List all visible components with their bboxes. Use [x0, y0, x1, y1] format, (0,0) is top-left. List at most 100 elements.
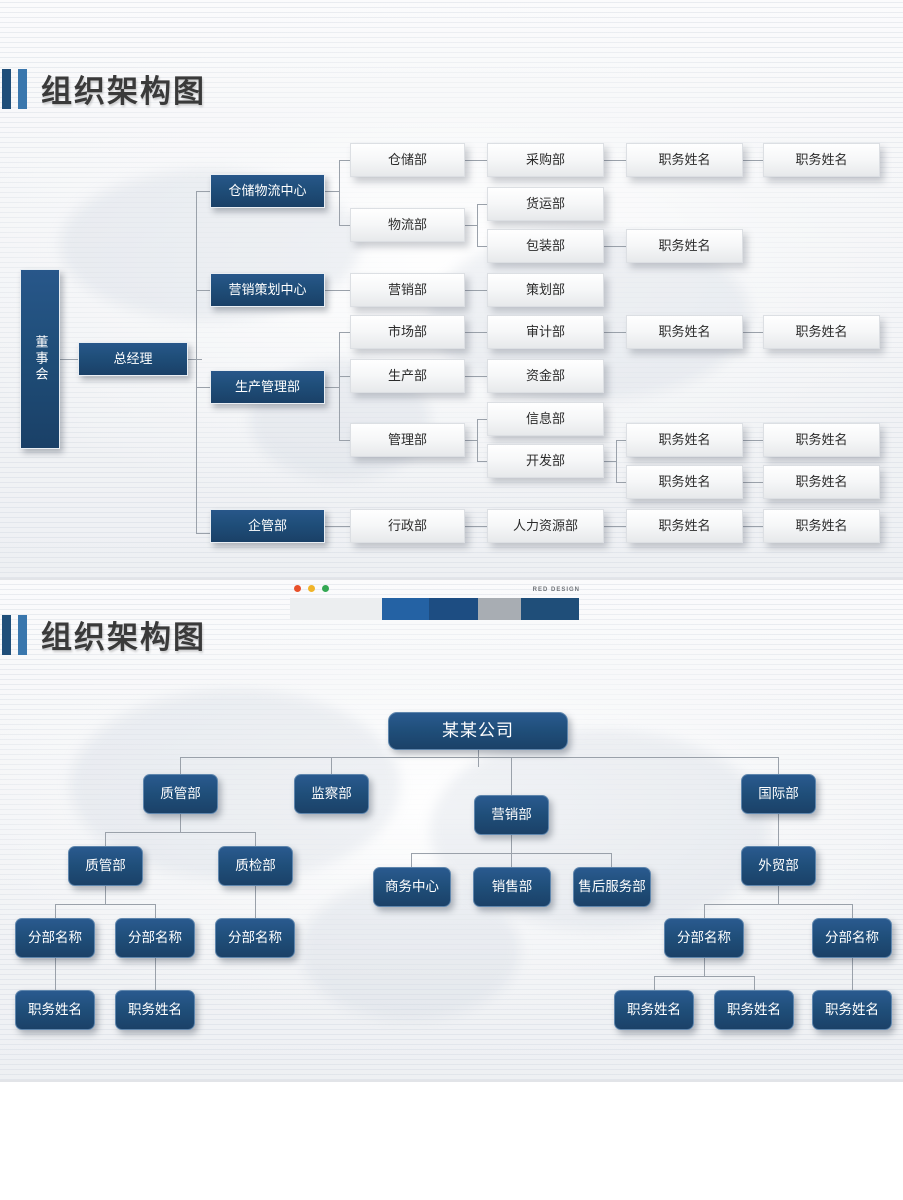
node-quality-control[interactable]: 质管部: [68, 846, 143, 886]
connector: [255, 886, 256, 918]
node-quality-inspection[interactable]: 质检部: [218, 846, 293, 886]
node-branch[interactable]: 分部名称: [812, 918, 892, 958]
node-branch[interactable]: 分部名称: [215, 918, 295, 958]
node-company-root[interactable]: 某某公司: [388, 712, 568, 750]
connector: [743, 440, 763, 441]
connector: [325, 387, 339, 388]
node-development-dept[interactable]: 开发部: [487, 444, 604, 478]
node-aftersales-dept[interactable]: 售后服务部: [573, 867, 651, 907]
connector: [55, 904, 56, 918]
node-general-manager[interactable]: 总经理: [78, 342, 188, 376]
node-person[interactable]: 职务姓名: [714, 990, 794, 1030]
connector: [339, 160, 340, 225]
node-person[interactable]: 职务姓名: [763, 423, 880, 457]
connector-spine: [196, 191, 197, 533]
connector: [105, 832, 106, 846]
connector: [654, 976, 655, 990]
node-person[interactable]: 职务姓名: [763, 465, 880, 499]
connector-bus: [180, 757, 778, 758]
connector: [105, 886, 106, 904]
node-person[interactable]: 职务姓名: [763, 509, 880, 543]
connector: [478, 750, 479, 767]
node-marketing-dept[interactable]: 营销部: [350, 273, 465, 307]
page-title: 组织架构图: [0, 66, 206, 111]
connector: [743, 482, 763, 483]
node-market-dept[interactable]: 市场部: [350, 315, 465, 349]
node-logistics-dept[interactable]: 物流部: [350, 208, 465, 242]
node-foreign-trade[interactable]: 外贸部: [741, 846, 816, 886]
page-title-text-2: 组织架构图: [41, 620, 206, 656]
node-person[interactable]: 职务姓名: [626, 509, 743, 543]
node-person[interactable]: 职务姓名: [763, 143, 880, 177]
node-funds-dept[interactable]: 资金部: [487, 359, 604, 393]
node-person[interactable]: 职务姓名: [115, 990, 195, 1030]
connector: [331, 757, 332, 774]
node-international-dept[interactable]: 国际部: [741, 774, 816, 814]
connector: [778, 757, 779, 774]
node-sales-center[interactable]: 营销部: [474, 795, 549, 835]
connector: [465, 290, 487, 291]
dot-red-icon: [294, 585, 301, 592]
connector: [604, 332, 626, 333]
node-person[interactable]: 职务姓名: [15, 990, 95, 1030]
node-person[interactable]: 职务姓名: [626, 465, 743, 499]
node-branch[interactable]: 分部名称: [15, 918, 95, 958]
connector: [339, 332, 350, 333]
node-information-dept[interactable]: 信息部: [487, 402, 604, 436]
connector: [604, 160, 626, 161]
connector: [511, 853, 512, 867]
node-audit-dept[interactable]: 审计部: [487, 315, 604, 349]
brand-strip: RED DESIGN: [290, 585, 670, 620]
traffic-light-dots-icon: [294, 585, 670, 592]
node-enterprise-management[interactable]: 企管部: [210, 509, 325, 543]
connector: [477, 204, 478, 246]
node-warehouse-logistics-center[interactable]: 仓储物流中心: [210, 174, 325, 208]
node-packaging-dept[interactable]: 包装部: [487, 229, 604, 263]
node-business-center[interactable]: 商务中心: [373, 867, 451, 907]
connector: [465, 225, 477, 226]
node-branch[interactable]: 分部名称: [664, 918, 744, 958]
connector: [852, 904, 853, 918]
node-purchasing-dept[interactable]: 采购部: [487, 143, 604, 177]
node-production-dept[interactable]: 生产部: [350, 359, 465, 393]
node-person[interactable]: 职务姓名: [614, 990, 694, 1030]
connector: [477, 419, 478, 461]
dot-green-icon: [322, 585, 329, 592]
node-person[interactable]: 职务姓名: [626, 423, 743, 457]
node-person[interactable]: 职务姓名: [812, 990, 892, 1030]
node-person[interactable]: 职务姓名: [626, 229, 743, 263]
connector: [339, 376, 350, 377]
node-human-resources-dept[interactable]: 人力资源部: [487, 509, 604, 543]
connector: [339, 440, 350, 441]
node-production-management[interactable]: 生产管理部: [210, 370, 325, 404]
connector: [511, 835, 512, 853]
node-person[interactable]: 职务姓名: [626, 143, 743, 177]
node-freight-dept[interactable]: 货运部: [487, 187, 604, 221]
node-person[interactable]: 职务姓名: [626, 315, 743, 349]
node-marketing-planning-center[interactable]: 营销策划中心: [210, 273, 325, 307]
connector: [325, 526, 350, 527]
node-supervision-dept[interactable]: 监察部: [294, 774, 369, 814]
connector: [616, 440, 626, 441]
org-chart-section-2: 组织架构图 RED DESIGN: [0, 580, 903, 1080]
node-person[interactable]: 职务姓名: [763, 315, 880, 349]
connector: [411, 853, 412, 867]
connector: [604, 246, 626, 247]
node-board[interactable]: 董事会: [20, 269, 60, 449]
node-sales-dept[interactable]: 销售部: [473, 867, 551, 907]
connector: [511, 757, 512, 795]
connector: [465, 332, 487, 333]
connector: [465, 440, 477, 441]
node-planning-dept[interactable]: 策划部: [487, 273, 604, 307]
brand-name: RED DESIGN: [532, 587, 580, 593]
connector: [105, 832, 255, 833]
connector: [477, 461, 487, 462]
connector: [743, 526, 763, 527]
node-branch[interactable]: 分部名称: [115, 918, 195, 958]
node-warehouse-dept[interactable]: 仓储部: [350, 143, 465, 177]
connector: [754, 976, 755, 990]
dot-yellow-icon: [308, 585, 315, 592]
node-quality-management[interactable]: 质管部: [143, 774, 218, 814]
node-administration-dept[interactable]: 行政部: [350, 509, 465, 543]
node-management-dept[interactable]: 管理部: [350, 423, 465, 457]
